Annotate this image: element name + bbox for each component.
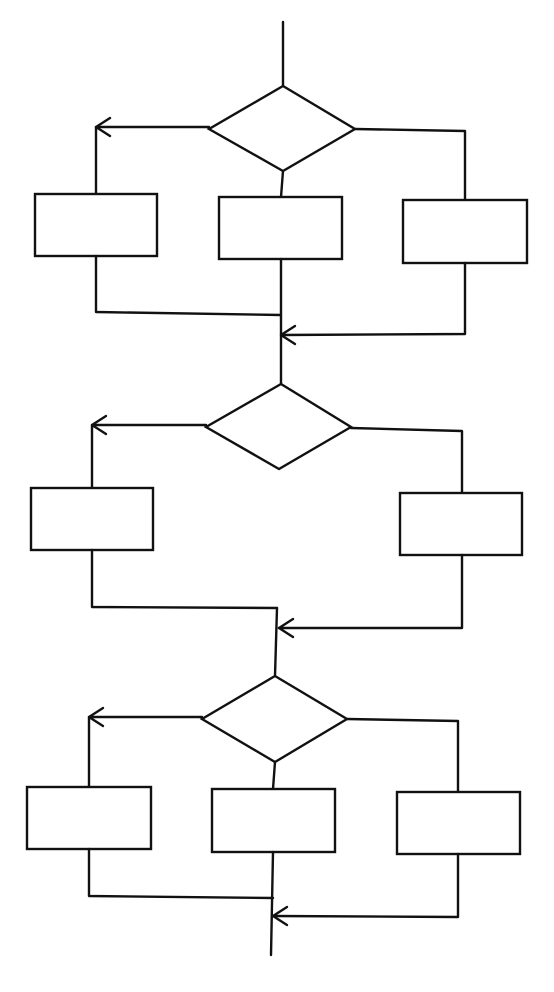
process-box-2-right [398,491,524,557]
arrowhead-2-merge [277,617,295,639]
decision-diamond-1 [206,84,358,173]
branch-line-1-right [353,127,467,202]
branch-line-3-right [345,717,460,794]
branch-line-2-left [90,423,208,490]
branch-line-1-center [279,169,285,199]
branch-line-1-left [94,125,211,196]
return-line-3-right [271,852,460,919]
branch-line-3-center [271,760,277,791]
arrowhead-1-merge [279,324,297,346]
return-line-3-left [87,847,275,900]
arrowhead-2-left [90,414,108,436]
process-box-1-center [217,195,344,261]
process-box-3-left [25,785,153,851]
return-line-2-left [90,548,279,610]
arrowhead-3-merge [271,905,289,927]
process-box-1-left [33,192,159,258]
process-box-2-left [29,486,155,552]
branch-line-3-left [87,715,204,789]
decision-diamond-2 [203,382,354,471]
process-box-3-right [395,790,522,856]
flowchart-section-3 [25,674,522,957]
return-line-2-right [277,553,464,630]
return-line-1-left [94,254,283,317]
return-line-1-right [279,261,467,337]
process-box-1-right [401,198,529,265]
connector-line-2-3 [273,606,279,678]
branch-line-2-right [349,426,464,495]
process-box-3-center [210,787,337,854]
arrowhead-3-left [87,706,105,728]
arrowhead-1-left [94,116,112,138]
return-line-3-center [269,850,275,957]
flowchart-section-1 [33,20,529,386]
flowchart-section-2 [29,382,524,678]
decision-diamond-3 [199,674,350,764]
